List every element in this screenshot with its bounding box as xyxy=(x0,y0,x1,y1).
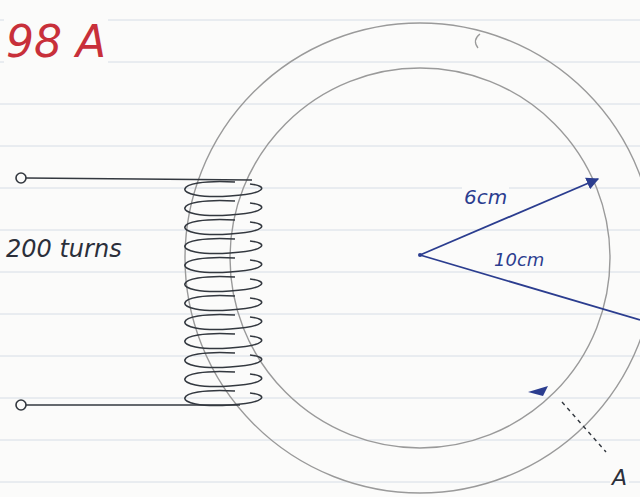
coil-turn xyxy=(185,182,262,197)
section-arrowhead xyxy=(528,386,548,396)
coil-turn xyxy=(185,220,262,235)
coil-turn xyxy=(185,315,262,330)
coil-turn xyxy=(185,277,262,292)
paper-rules xyxy=(0,20,640,482)
coil-turn xyxy=(185,372,262,387)
dimension-label: 6cm xyxy=(462,186,509,208)
coil-turn xyxy=(185,239,262,254)
radius-arrow xyxy=(420,179,598,255)
pencil-mark xyxy=(475,34,480,48)
coil-turn xyxy=(185,296,262,311)
coil-turn xyxy=(185,391,262,406)
dimension-label: 10cm xyxy=(492,250,546,270)
coil-turn xyxy=(185,353,262,368)
coil-turn xyxy=(185,334,262,349)
current-value: 98 A xyxy=(4,18,108,66)
coil-turn xyxy=(185,201,262,216)
coil-winding xyxy=(185,182,262,406)
inner-circle xyxy=(230,68,610,448)
coil-turn xyxy=(185,258,262,273)
section-label: A xyxy=(610,466,629,490)
turns-label: 200 turns xyxy=(4,236,124,262)
outer-circle xyxy=(185,23,640,493)
section-line xyxy=(562,402,606,452)
